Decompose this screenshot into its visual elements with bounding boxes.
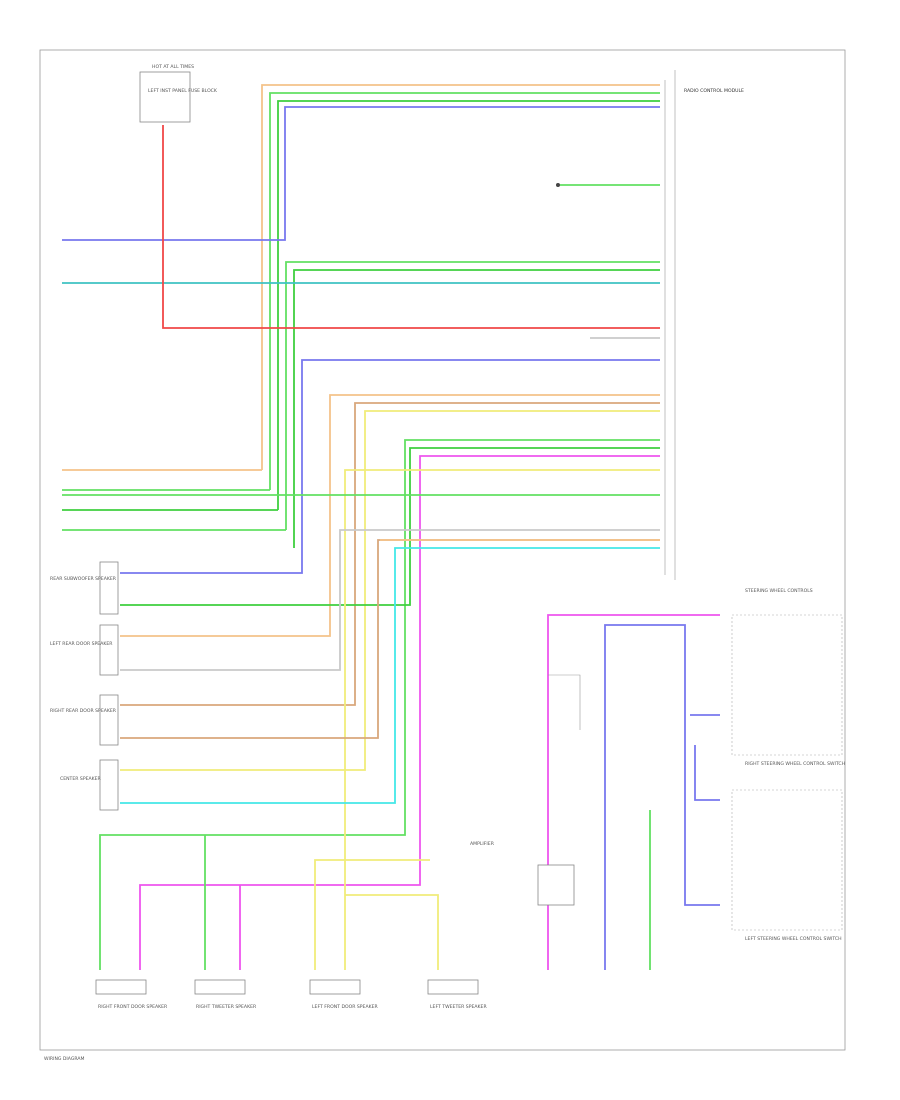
radio-connector: RADIO CONTROL MODULE [664,70,744,580]
wire-cyan-e1 [120,547,660,804]
wire-blue-amp [604,624,720,970]
right-tweeter: RIGHT TWEETER SPEAKER [194,979,257,1010]
right-steering-switch: STEERING WHEEL CONTROLS RIGHT STEERING W… [731,588,845,767]
wire-green-c1 [99,439,660,970]
center-speaker: CENTER SPEAKER [60,759,119,811]
left-tweeter: LEFT TWEETER SPEAKER [427,979,487,1010]
wire-blue-amp3 [694,745,720,801]
left-rear-speaker: LEFT REAR DOOR SPEAKER [50,624,119,676]
wire-gray-e2 [120,529,660,671]
right-tweeter-label: RIGHT TWEETER SPEAKER [196,1004,257,1010]
wire-yellow-b1 [120,410,660,771]
radio-module-label: RADIO CONTROL MODULE [684,88,744,94]
wire-yellow-lf [314,859,430,970]
left-rear-speaker-label: LEFT REAR DOOR SPEAKER [50,641,113,647]
center-speaker-label: CENTER SPEAKER [60,776,102,782]
amplifier-label: AMPLIFIER [470,841,495,847]
wire-pink-c1 [139,455,660,970]
wire-brown-b1 [120,402,660,706]
fuse-block-caption: HOT AT ALL TIMES [152,64,194,70]
fuse-block: HOT AT ALL TIMES LEFT INST PANEL FUSE BL… [139,64,218,123]
wire-green-c2 [120,447,660,606]
rear-subwoofer: REAR SUBWOOFER SPEAKER [50,561,119,615]
left-tweeter-label: LEFT TWEETER SPEAKER [430,1004,487,1010]
fuse-block-label: LEFT INST PANEL FUSE BLOCK [148,88,218,94]
left-front-speaker-label: LEFT FRONT DOOR SPEAKER [312,1004,379,1010]
wire-green-b1 [285,261,660,530]
diagram-frame [39,49,846,1051]
amplifier: AMPLIFIER [470,841,575,906]
wire-yellow-lt [345,894,439,970]
wire-green-top-2 [277,100,660,510]
wire-orange-b1 [120,394,660,637]
wire-orange-top [261,84,660,470]
wire-green-top [269,92,660,490]
wire-blue-top [62,106,660,241]
right-rear-speaker: RIGHT REAR DOOR SPEAKER [50,694,119,746]
right-front-speaker-label: RIGHT FRONT DOOR SPEAKER [98,1004,168,1010]
footer-label: WIRING DIAGRAM [44,1056,85,1062]
steering-controls-label: STEERING WHEEL CONTROLS [745,588,813,594]
wire-pink-amp [547,614,720,970]
left-steering-switch: LEFT STEERING WHEEL CONTROL SWITCH [731,789,843,942]
wire-green-b2 [293,269,660,548]
right-front-speaker: RIGHT FRONT DOOR SPEAKER [95,979,168,1010]
left-front-speaker: LEFT FRONT DOOR SPEAKER [309,979,379,1010]
splice-mid [556,183,560,187]
right-steering-switch-label: RIGHT STEERING WHEEL CONTROL SWITCH [745,761,845,767]
left-steering-switch-label: LEFT STEERING WHEEL CONTROL SWITCH [745,936,842,942]
wire-blue-mid [120,359,660,574]
amp-aux-wire [548,674,581,730]
rear-subwoofer-label: REAR SUBWOOFER SPEAKER [50,576,117,582]
wire-red [162,125,660,329]
right-rear-speaker-label: RIGHT REAR DOOR SPEAKER [50,708,117,714]
